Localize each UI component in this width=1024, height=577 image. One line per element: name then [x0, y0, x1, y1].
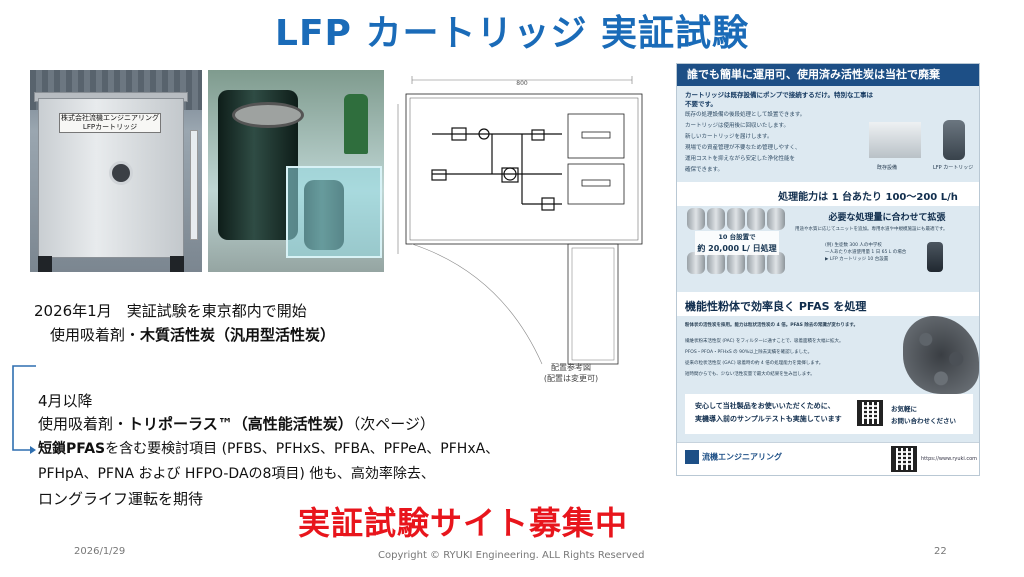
footer-qr-icon [891, 446, 917, 472]
cartridge-array-graphic [687, 208, 787, 274]
powder-subtitle: 粉体状の活性炭を採用。能力は粒状活性炭の 4 倍。PFAS 除去の常識が変わりま… [685, 323, 858, 328]
capacity-badge-line1: 10 台設置で [718, 233, 756, 241]
capacity-subtitle: 必要な処理量に合わせて拡張 [828, 213, 946, 223]
drawing-caption-note: (配置は変更可) [543, 374, 599, 383]
layout-drawing: 800 [392, 74, 654, 386]
piping-diagram [431, 127, 562, 211]
cabinet-body: 株式会社流機エンジニアリング LFPカートリッジ [38, 98, 184, 258]
flyer-company-logo: 流機エンジニアリング [685, 450, 782, 464]
footer-page-number: 22 [934, 546, 947, 557]
cartridge-graphic-small [927, 242, 943, 272]
contact-line1: 安心して当社製品をお使いいただくために、 [695, 402, 835, 410]
capacity-example-line: ▶ LFP カートリッジ 10 台設置 [825, 257, 889, 262]
flyer-footer [677, 442, 979, 475]
footer-copyright: Copyright © RYUKI Engineering. ALL Right… [378, 550, 645, 561]
powder-detail-line: PFOS・PFOA・PFHxS の 90%以上除去実績を確認しました。 [685, 350, 813, 355]
page-title: LFP カートリッジ 実証試験 [275, 13, 749, 54]
contact-cta2: お問い合わせください [891, 417, 956, 425]
body-line-longlife: ロングライフ運転を期待 [38, 490, 204, 508]
drawing-dimension: 800 [516, 80, 528, 87]
nameplate-product: LFPカートリッジ [82, 123, 138, 131]
flyer-contact-box: 安心して当社製品をお使いいただくために、 実機導入前のサンプルテストも実施してい… [685, 394, 973, 434]
capacity-example-line: 一人あたり水道使用量 1 日 65 L の場合 [825, 250, 907, 255]
powder-band [677, 292, 979, 316]
drawing-caption: 配置参考図 (配置は変更可) [526, 362, 616, 384]
body-line-pfas-cont: PFHpA、PFNA および HFPO-DAの8項目) 他も、高効率除去、 [38, 466, 435, 482]
activated-carbon-photo [903, 316, 979, 394]
flyer-install-illustration: 既存設備 LFP カートリッジ [863, 112, 975, 174]
drawing-caption-title: 配置参考図 [551, 363, 591, 372]
capacity-band [677, 182, 979, 206]
door-swing-arc [411, 243, 543, 365]
contact-cta1: お気軽に [891, 405, 917, 413]
nameplate-company: 株式会社流機エンジニアリング [61, 114, 159, 122]
lfp-cartridge-label: LFP カートリッジ [933, 165, 974, 171]
flyer-intro-line: 確保できます。 [685, 167, 723, 173]
recruitment-banner: 実証試験サイト募集中 [298, 504, 629, 542]
flyer-intro-line: 運用コストを抑えながら安定した浄化性能を [685, 156, 796, 162]
flyer-url: https://www.ryuki.com [921, 456, 978, 462]
timeline-arrow-icon [12, 365, 36, 454]
capacity-badge-line2: 約 20,000 L/ 日処理 [697, 244, 777, 253]
flyer-header: 誰でも簡単に運用可、使用済み活性炭は当社で廃棄 [677, 64, 979, 86]
cartridge-cylinder-large [218, 90, 304, 240]
capacity-title: 処理能力は 1 台あたり 100～200 L/h [778, 192, 958, 203]
capacity-example-line: (例) 生徒数 300 人の中学校 [825, 243, 882, 248]
product-flyer: 誰でも簡単に運用可、使用済み活性炭は当社で廃棄 カートリッジは既存設備にポンプで… [676, 63, 980, 476]
flyer-intro-line: カートリッジは使用後に回収いたします。 [685, 123, 789, 129]
cartridge-tank-photo [208, 70, 384, 272]
capacity-note: 用途や水質に応じてユニットを追加。専用水道や中規模施設にも最適です。 [795, 227, 948, 232]
powder-title: 機能性粉体で効率良く PFAS を処理 [685, 300, 867, 313]
body-line-april: 4月以降 [38, 392, 93, 410]
cartridge-cabinet-photo: 株式会社流機エンジニアリング LFPカートリッジ [30, 70, 202, 272]
powder-details: 繊維状粉末活性炭 (PAC) をフィルターに通すことで、吸着面積を大幅に拡大。 … [685, 336, 899, 380]
flyer-intro-line: 現場での資産管理が不要なため管理しやすく、 [685, 145, 801, 151]
contact-line2: 実機導入前のサンプルテストも実施しています [695, 415, 842, 423]
powder-detail-line: 従来の粒状活性炭 (GAC) 吸着時の約 4 倍の処理能力を発揮します。 [685, 361, 824, 366]
existing-equipment-graphic [869, 122, 921, 158]
capacity-badge: 10 台設置で 約 20,000 L/ 日処理 [695, 231, 779, 255]
footer-date: 2026/1/29 [74, 546, 126, 557]
flyer-subhead: カートリッジは既存設備にポンプで接続するだけ。特別な工事は不要です。 [685, 91, 873, 108]
contact-qr-icon [857, 400, 883, 426]
lfp-cartridge-graphic [943, 120, 965, 160]
flyer-intro-line: 既存の処理設備の後段処理として設置できます。 [685, 112, 806, 118]
side-pipe [190, 130, 198, 240]
cartridge-cap [232, 102, 304, 128]
cabinet-legs [38, 256, 184, 272]
powder-detail-line: 短時間からでも、少ない活性炭量で最大の結果を生み出します。 [685, 372, 815, 377]
body-line-adsorbent-2: 使用吸着剤・トリポーラス™（高性能活性炭）（次ページ） [38, 415, 435, 433]
body-line-pfas: 短鎖PFASを含む要検討項目 (PFBS、PFHxS、PFBA、PFPeA、PF… [38, 441, 500, 457]
logo-mark-icon [685, 450, 699, 464]
body-line-adsorbent-1: 使用吸着剤・木質活性炭（汎用型活性炭） [50, 326, 336, 344]
cabinet-nameplate: 株式会社流機エンジニアリング LFPカートリッジ [59, 113, 161, 133]
flyer-intro: 既存の処理設備の後段処理として設置できます。 カートリッジは使用後に回収いたしま… [685, 110, 865, 176]
flyer-logo-text: 流機エンジニアリング [702, 452, 782, 462]
bottle [344, 94, 368, 154]
glass-tank [286, 166, 382, 258]
layout-drawing-svg: 800 [397, 76, 643, 365]
body-line-start: 2026年1月 実証試験を東京都内で開始 [34, 302, 307, 320]
powder-detail-line: 繊維状粉末活性炭 (PAC) をフィルターに通すことで、吸着面積を大幅に拡大。 [685, 339, 844, 344]
capacity-example: (例) 生徒数 300 人の中学校 一人あたり水道使用量 1 日 65 L の場… [825, 242, 925, 263]
cabinet-lock-knob [109, 161, 133, 185]
existing-equipment-label: 既存設備 [877, 165, 898, 171]
flyer-intro-line: 新しいカートリッジを届けします。 [685, 134, 773, 140]
